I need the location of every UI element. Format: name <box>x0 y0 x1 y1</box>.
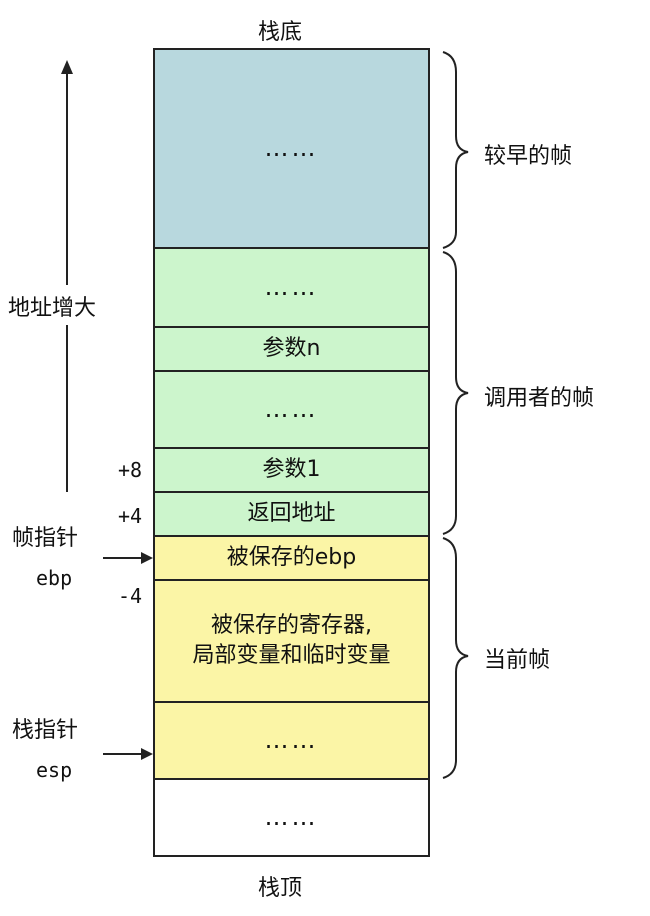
free-space-dots: …… <box>264 803 319 832</box>
address-grow-label: 地址增大 <box>6 290 99 322</box>
return-address-cell: 返回地址 <box>153 491 430 537</box>
offset-minus4: -4 <box>118 584 143 608</box>
saved-registers-line2: 局部变量和临时变量 <box>192 643 391 668</box>
free-space-cell: …… <box>153 778 430 857</box>
offset-plus8: +8 <box>118 458 143 482</box>
ebp-label: ebp <box>36 566 73 590</box>
current-frame-brace <box>442 537 469 779</box>
caller-frame-brace <box>442 251 469 535</box>
offset-plus4: +4 <box>118 504 143 528</box>
esp-label: esp <box>36 758 73 782</box>
ebp-arrow-head <box>141 552 153 564</box>
stack-pointer-label: 栈指针 <box>12 718 79 743</box>
address-arrow-head <box>61 60 73 74</box>
current-frame-dots: …… <box>264 726 319 755</box>
stack-bottom-label: 栈底 <box>258 20 303 45</box>
esp-arrow-head <box>141 748 153 760</box>
caller-dots-mid-cell: …… <box>153 370 430 449</box>
caller-dots-mid: …… <box>264 395 319 424</box>
frame-pointer-label: 帧指针 <box>12 526 79 551</box>
earlier-frame-cell: …… <box>153 48 430 249</box>
caller-frame-label: 调用者的帧 <box>484 386 595 411</box>
earlier-frame-dots: …… <box>264 134 319 163</box>
saved-ebp-label: 被保存的ebp <box>226 545 357 571</box>
caller-dots-top: …… <box>264 273 319 302</box>
earlier-frame-brace <box>442 51 469 249</box>
param-1-label: 参数1 <box>262 457 321 483</box>
current-frame-label: 当前帧 <box>484 648 551 673</box>
return-address-label: 返回地址 <box>247 501 336 527</box>
saved-registers-line1: 被保存的寄存器, <box>211 613 372 639</box>
current-dots-cell: …… <box>153 701 430 780</box>
caller-dots-top-cell: …… <box>153 247 430 328</box>
param-n-label: 参数n <box>262 336 321 362</box>
earlier-frame-label: 较早的帧 <box>484 144 573 169</box>
stack-top-label: 栈顶 <box>258 876 303 901</box>
